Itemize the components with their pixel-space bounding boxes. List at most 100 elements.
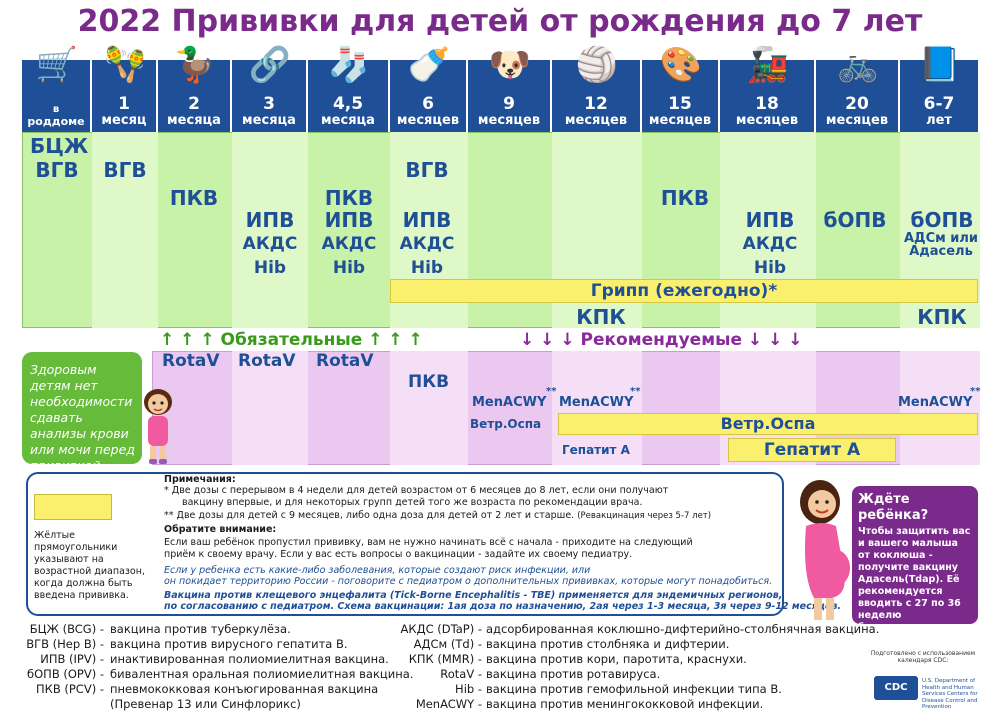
vaccine-bcg: БЦЖ xyxy=(30,134,89,158)
legend-yellow-swatch xyxy=(34,494,112,520)
vaccine-hib-45m: Hib xyxy=(332,258,366,278)
cdc-logo: CDC xyxy=(874,676,918,700)
age-value: 20 xyxy=(845,94,869,114)
note-1b: вакцину впервые, и для некоторых групп д… xyxy=(182,497,643,508)
double-star-9m: ** xyxy=(546,386,557,397)
vaccine-mmr-67y: КПК xyxy=(917,305,967,329)
abbreviation-key: ИПВ (IPV) - xyxy=(40,652,104,666)
note-1a: * Две дозы с перерывом в 4 недели для де… xyxy=(164,485,669,496)
age-value: 15 xyxy=(668,94,692,114)
vaccine-ipv-45m: ИПВ xyxy=(324,208,374,232)
girl-illustration xyxy=(144,389,172,464)
pregnancy-text: Чтобы защитить вас и вашего малыша от ко… xyxy=(858,526,971,669)
abbreviation-definition: инактивированная полиомиелитная вакцина. xyxy=(110,652,389,666)
risk-note-1: Если у ребенка есть какие-либо заболеван… xyxy=(164,565,591,576)
risk-note-2: он покидает территорию России - поговори… xyxy=(164,576,773,587)
vaccine-dtap-18m: АКДС xyxy=(742,234,798,254)
age-unit: месяц xyxy=(101,113,147,128)
column-stripe xyxy=(552,351,642,465)
tricycle-icon: 🚲 xyxy=(836,45,880,85)
train-icon: 🚂 xyxy=(746,45,790,85)
booties-icon: 🧦 xyxy=(327,45,371,85)
vaccine-rotav-45m: RotaV xyxy=(316,351,374,371)
vaccine-varicella-9m: Ветр.Оспа xyxy=(470,417,542,431)
blood-test-note: Здоровым детям нет необходимости сдавать… xyxy=(22,352,142,473)
cdc-agency: U.S. Department of Health and Human Serv… xyxy=(922,678,978,710)
tbe-note-2: по согласованию с педиатром. Схема вакци… xyxy=(164,601,841,612)
attention-1: Если ваш ребёнок пропустил прививку, вам… xyxy=(164,537,693,548)
ball-icon: 🏐 xyxy=(575,45,619,85)
note-2-text: ** Две дозы для детей с 9 месяцев, либо … xyxy=(164,510,575,521)
abbreviation-definition: (Превенар 13 или Синфлорикс) xyxy=(110,697,301,711)
vaccine-rotav-3m: RotaV xyxy=(238,351,296,371)
vaccine-dtap-6m: АКДС xyxy=(399,234,455,254)
age-unit: роддоме xyxy=(27,115,85,128)
abbreviation-definition: вакцина против кори, паротита, краснухи. xyxy=(486,652,747,666)
column-stripe xyxy=(900,351,980,465)
age-unit: месяцев xyxy=(396,113,460,128)
notes-heading: Примечания: xyxy=(164,474,236,485)
age-value: 12 xyxy=(584,94,608,114)
age-value: в xyxy=(52,104,60,115)
abbreviation-definition: вакцина против ротавируса. xyxy=(486,667,661,681)
vaccine-dtap-3m: АКДС xyxy=(242,234,298,254)
pregnancy-title: Ждёте ребёнка? xyxy=(858,492,929,523)
varicella-bar: Ветр.Оспа xyxy=(558,413,978,435)
age-unit: лет xyxy=(926,113,952,128)
vaccine-opv-67y: бОПВ xyxy=(910,208,974,232)
abbreviation-key: БЦЖ (BCG) - xyxy=(29,622,104,636)
abbreviation-key: Hib - xyxy=(455,682,482,696)
rattle-icon: 🪇 xyxy=(103,45,147,85)
abbreviation-key: КПК (MMR) - xyxy=(408,652,482,666)
vaccine-ipv-3m: ИПВ xyxy=(245,208,295,232)
vaccine-opv-20m: бОПВ xyxy=(823,208,887,232)
age-value: 4,5 xyxy=(332,94,364,114)
bib-icon: 🍼 xyxy=(407,45,451,85)
abbreviation-key: MenACWY - xyxy=(415,697,482,711)
age-value: 3 xyxy=(263,94,275,114)
pregnant-woman-illustration xyxy=(800,480,850,620)
hepa-bar: Гепатит А xyxy=(728,438,896,462)
tbe-note-1: Вакцина против клещевого энцефалита (Tic… xyxy=(164,590,783,601)
vaccine-pcv-2m: ПКВ xyxy=(169,186,219,210)
age-unit: месяца xyxy=(321,113,375,128)
age-value: 1 xyxy=(118,94,130,114)
vaccine-menacwy-67y: MenACWY xyxy=(898,395,973,410)
vaccine-pcv-6m-rec: ПКВ xyxy=(408,372,450,392)
abbreviation-key: АДСм (Td) - xyxy=(413,637,482,651)
vaccine-hepb-birth: ВГВ xyxy=(35,158,79,182)
abbreviation-definition: вакцина против гемофильной инфекции типа… xyxy=(486,682,782,696)
abbreviation-definition: вакцина против менингококковой инфекции. xyxy=(486,697,764,711)
age-unit: месяца xyxy=(242,113,296,128)
vaccine-tdap-67y: Адасель xyxy=(909,244,973,259)
abbreviation-definition: вакцина против вирусного гепатита В. xyxy=(110,637,348,651)
column-stripe xyxy=(232,132,308,328)
abbreviation-key: ВГВ (Hep B) - xyxy=(26,637,104,651)
age-unit: месяцев xyxy=(648,113,712,128)
column-stripe xyxy=(232,351,308,465)
mandatory-label: ↑ ↑ ↑ Обязательные ↑ ↑ ↑ xyxy=(160,330,423,350)
age-unit: месяца xyxy=(167,113,221,128)
abbreviation-definition: адсорбированная коклюшно-дифтерийно-стол… xyxy=(486,622,880,636)
note-2-revacc: (Ревакцинация через 5-7 лет) xyxy=(577,511,712,521)
vaccine-menacwy-12m: MenACWY xyxy=(559,395,634,410)
column-stripe xyxy=(390,351,468,465)
vaccine-hepb-6m: ВГВ xyxy=(405,158,449,182)
pyramid-toy-icon: 🎨 xyxy=(659,45,703,85)
age-unit: месяцев xyxy=(735,113,799,128)
age-header-bar xyxy=(22,60,980,132)
note-2: ** Две дозы для детей с 9 месяцев, либо … xyxy=(164,510,711,522)
vaccine-hib-3m: Hib xyxy=(253,258,287,278)
double-star-67y: ** xyxy=(970,386,981,397)
vaccine-ipv-18m: ИПВ xyxy=(745,208,795,232)
age-value: 9 xyxy=(503,94,515,114)
